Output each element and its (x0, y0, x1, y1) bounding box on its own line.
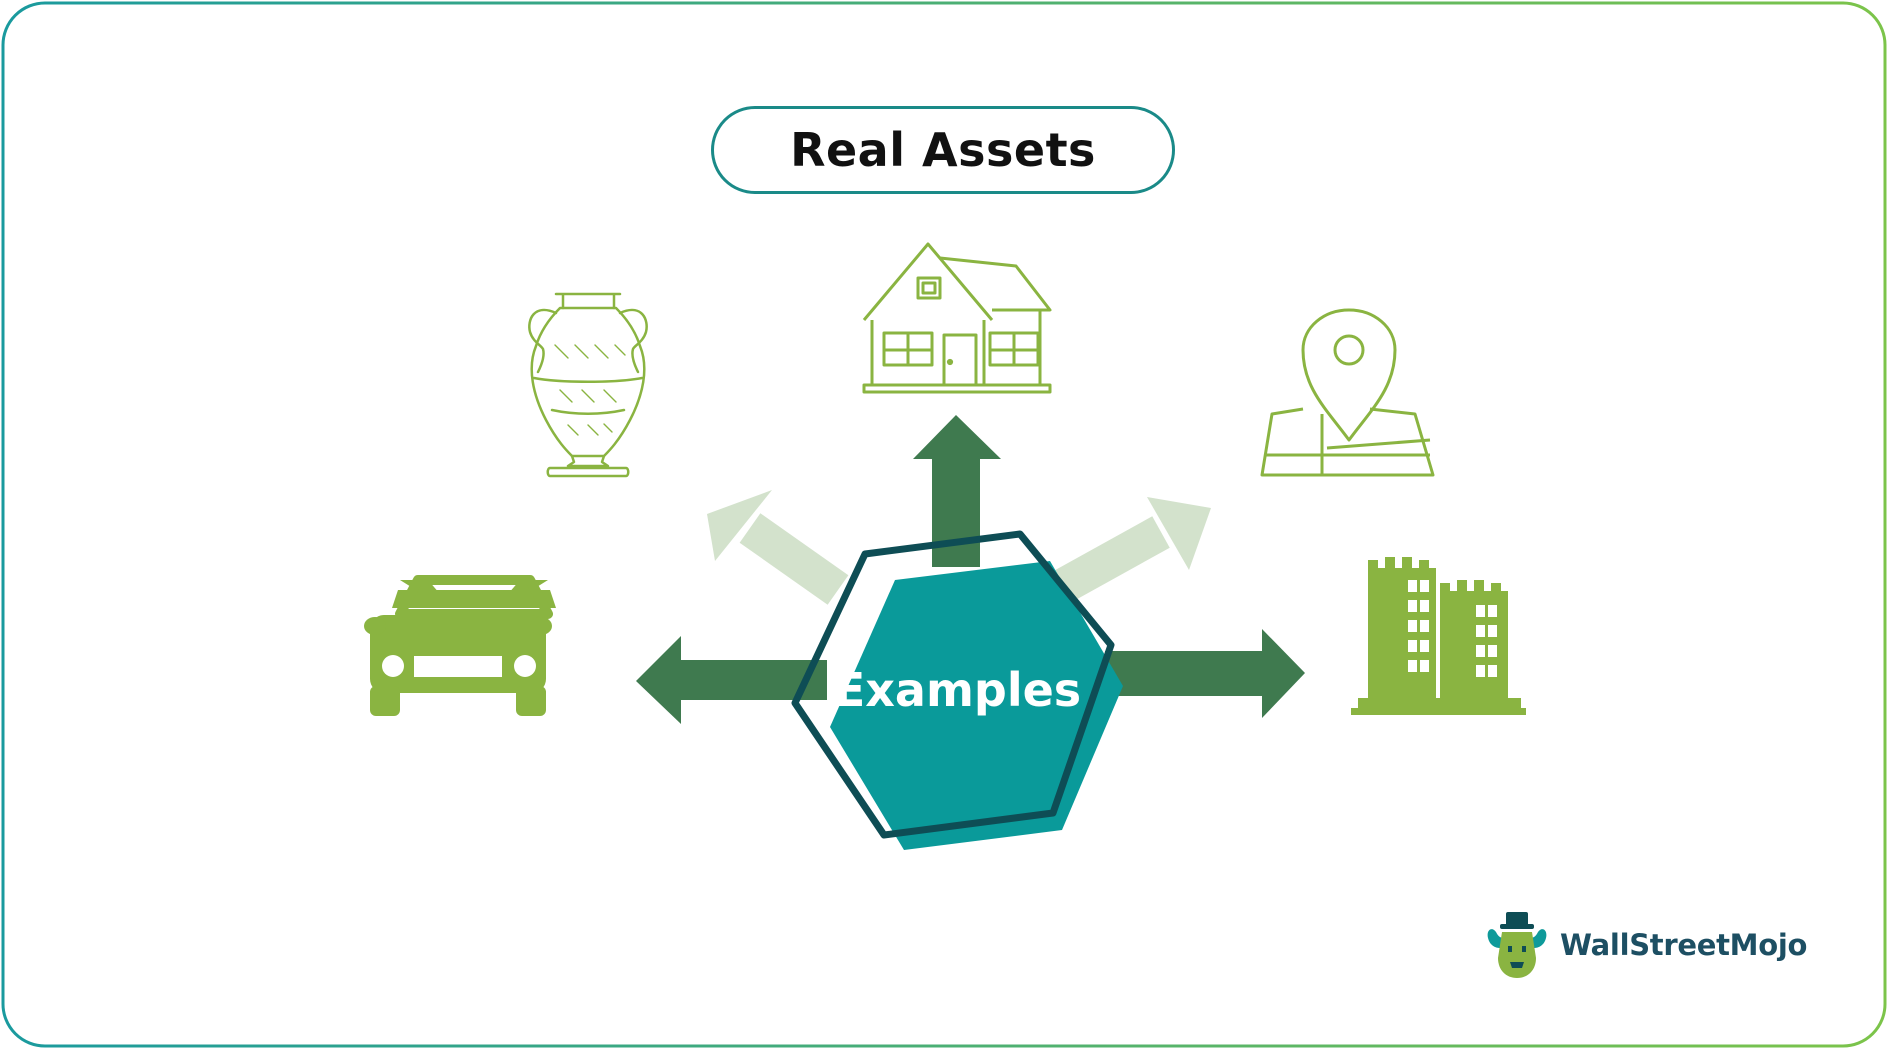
arrow-up (913, 415, 1001, 567)
amphora-icon (528, 292, 648, 478)
house-icon (862, 242, 1052, 394)
brand-name: WallStreetMojo (1560, 928, 1808, 962)
arrow-upper-left (707, 490, 849, 605)
car-icon (364, 575, 556, 716)
map-pin-icon (1260, 308, 1435, 477)
diagram-title: Real Assets (790, 123, 1096, 177)
center-hexagon (791, 530, 1123, 850)
arrow-right (1105, 629, 1305, 718)
buildings-icon (1351, 557, 1526, 715)
arrow-upper-right (1051, 497, 1211, 604)
brand-logo: WallStreetMojo (1482, 908, 1807, 982)
wallstreetmojo-logo-icon (1487, 912, 1547, 978)
center-label: Examples (833, 663, 1082, 717)
title-pill: Real Assets (711, 106, 1175, 194)
